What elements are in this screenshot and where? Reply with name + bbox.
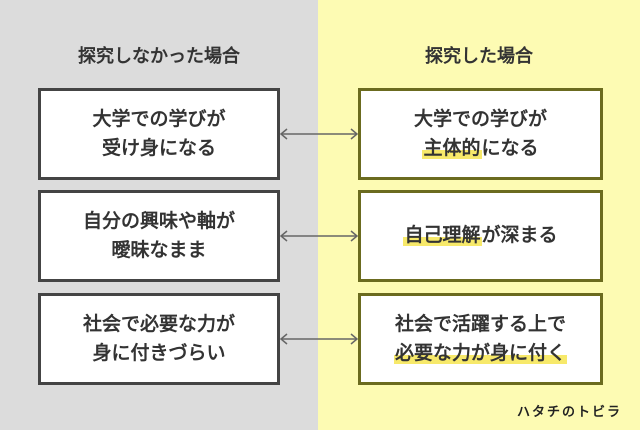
left-box-1: 大学での学びが 受け身になる: [38, 88, 280, 180]
left-box-3: 社会で必要な力が 身に付きづらい: [38, 293, 280, 385]
right-box-2: 自己理解が深まる: [358, 190, 603, 282]
left-column-title: 探究しなかった場合: [78, 46, 240, 67]
right-box-1-line2: 主体的になる: [422, 134, 539, 163]
left-box-1-line2: 受け身になる: [101, 137, 216, 159]
right-column-title: 探究した場合: [425, 46, 533, 67]
right-box-3-line2: 必要な力が身に付く: [393, 339, 567, 368]
right-box-3-highlight: 必要な力が身に付く: [393, 342, 567, 364]
right-box-1: 大学での学びが 主体的になる: [358, 88, 603, 180]
left-box-3-line2: 身に付きづらい: [92, 342, 226, 364]
right-box-1-line1: 大学での学びが: [413, 107, 547, 130]
left-box-2-line2: 曖昧なまま: [111, 239, 207, 261]
right-box-2-line1-rest: が深まる: [481, 224, 558, 247]
right-box-3-line1: 社会で活躍する上で: [394, 312, 566, 335]
right-box-2-line1: 自己理解が深まる: [403, 221, 558, 250]
brand-logo: ハタチのトビラ: [516, 405, 622, 420]
right-box-1-highlight: 主体的: [422, 137, 482, 159]
right-box-3: 社会で活躍する上で 必要な力が身に付く: [358, 293, 603, 385]
left-box-3-line1: 社会で必要な力が: [82, 312, 235, 335]
left-box-1-line1: 大学での学びが: [92, 107, 226, 130]
double-arrow-1: [279, 128, 359, 140]
double-arrow-3: [279, 333, 359, 345]
left-box-2: 自分の興味や軸が 曖昧なまま: [38, 190, 280, 282]
double-arrow-2: [279, 230, 359, 242]
right-box-2-highlight: 自己理解: [403, 224, 482, 247]
right-box-1-line2-rest: になる: [481, 137, 539, 159]
left-box-2-line1: 自分の興味や軸が: [82, 209, 235, 232]
